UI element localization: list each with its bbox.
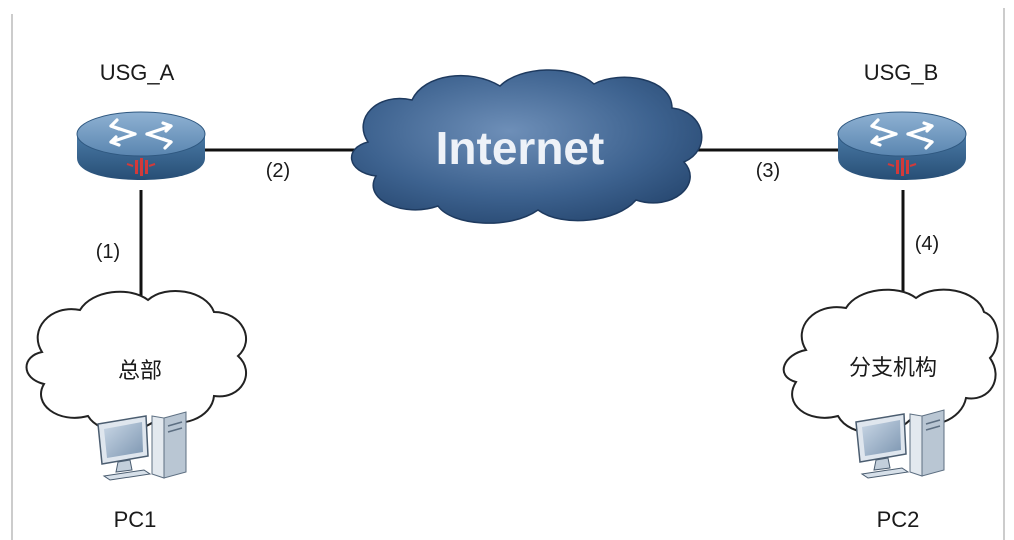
headquarters-label: 总部	[118, 359, 162, 384]
pc1-label: PC1	[114, 507, 157, 532]
usg-b-router-icon	[836, 110, 968, 182]
link-label-4: (4)	[915, 233, 939, 255]
usg-a-router-icon	[75, 110, 207, 182]
internet-cloud: Internet	[350, 69, 703, 224]
link-label-1: (1)	[96, 241, 120, 263]
internet-label: Internet	[436, 122, 605, 174]
branch-cloud: 分支机构	[782, 288, 999, 434]
usg-b-label: USG_B	[864, 60, 939, 85]
usg-a-label: USG_A	[100, 60, 175, 85]
branch-label: 分支机构	[849, 356, 937, 381]
link-label-3: (3)	[756, 160, 780, 182]
headquarters-cloud: 总部	[25, 289, 248, 433]
pc1-computer-icon	[97, 411, 187, 481]
link-label-2: (2)	[266, 160, 290, 182]
pc2-computer-icon	[855, 409, 945, 479]
pc2-label: PC2	[877, 507, 920, 532]
